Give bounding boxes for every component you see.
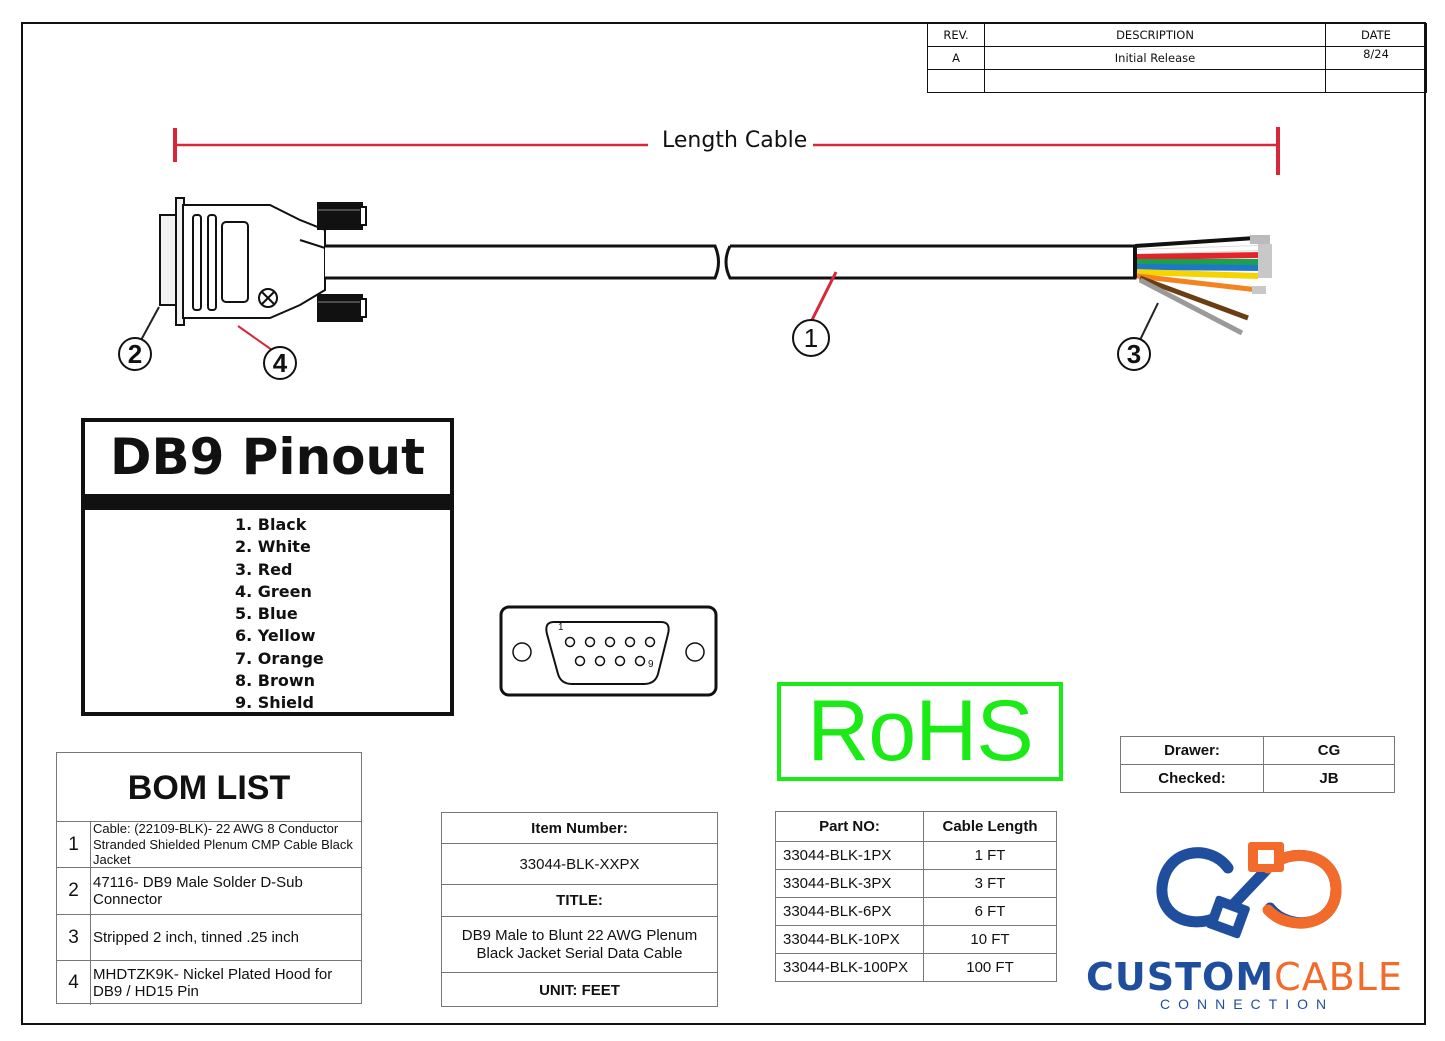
table-row: 33044-BLK-6PX 6 FT bbox=[775, 897, 1057, 926]
part-no-cell: 33044-BLK-100PX bbox=[775, 953, 924, 982]
unit-label: UNIT: FEET bbox=[442, 972, 717, 1008]
rev-empty bbox=[927, 69, 985, 93]
title-value: DB9 Male to Blunt 22 AWG Plenum Black Ja… bbox=[442, 916, 717, 972]
revision-row-empty bbox=[927, 69, 1427, 93]
length-cable-label: Length Cable bbox=[656, 128, 814, 153]
callout-2: 2 bbox=[127, 339, 143, 369]
table-row: 33044-BLK-3PX 3 FT bbox=[775, 869, 1057, 898]
pin-item: 4. Green bbox=[235, 581, 312, 601]
drawing-frame bbox=[21, 22, 1426, 1025]
bom-row: 1 Cable: (22109-BLK)- 22 AWG 8 Conductor… bbox=[57, 821, 361, 867]
date-header: DATE bbox=[1325, 23, 1427, 47]
cable-length-cell: 6 FT bbox=[923, 897, 1057, 926]
bom-num: 3 bbox=[57, 915, 91, 960]
logo-wordmark: CUSTOMCABLE bbox=[1086, 955, 1403, 999]
bom-list: BOM LIST 1 Cable: (22109-BLK)- 22 AWG 8 … bbox=[56, 752, 362, 1005]
description-header: DESCRIPTION bbox=[984, 23, 1326, 47]
bom-text: MHDTZK9K- Nickel Plated Hood for DB9 / H… bbox=[93, 966, 333, 1000]
cable-jacket bbox=[325, 244, 1137, 280]
pin-holes bbox=[564, 636, 656, 667]
db9-face-diagram bbox=[499, 605, 718, 697]
part-no-cell: 33044-BLK-10PX bbox=[775, 925, 924, 954]
drawer-label: Drawer: bbox=[1120, 736, 1264, 765]
bom-text: Cable: (22109-BLK)- 22 AWG 8 Conductor S… bbox=[93, 821, 353, 868]
revision-table: REV. DESCRIPTION DATE A Initial Release … bbox=[927, 23, 1427, 93]
length-dimension bbox=[173, 127, 1280, 175]
callout-leaders bbox=[139, 271, 1159, 351]
drawer-row: Drawer: CG bbox=[1120, 736, 1395, 765]
bom-title: BOM LIST bbox=[127, 768, 291, 807]
table-row: 33044-BLK-10PX 10 FT bbox=[775, 925, 1057, 954]
bom-num: 2 bbox=[57, 868, 91, 914]
checked-row: Checked: JB bbox=[1120, 764, 1395, 793]
cable-length-cell: 3 FT bbox=[923, 869, 1057, 898]
cable-length-cell: 10 FT bbox=[923, 925, 1057, 954]
revision-header-row: REV. DESCRIPTION DATE bbox=[927, 23, 1427, 47]
part-no-cell: 33044-BLK-6PX bbox=[775, 897, 924, 926]
pin-list: 1. Black 2. White 3. Red 4. Green 5. Blu… bbox=[235, 514, 324, 715]
rohs-mark: RoHS bbox=[777, 682, 1063, 781]
logo-icon bbox=[1156, 842, 1342, 939]
cable-drawing bbox=[118, 127, 1280, 380]
pinout-divider bbox=[85, 494, 450, 510]
part-number-table: Part NO: Cable Length 33044-BLK-1PX 1 FT… bbox=[775, 811, 1057, 982]
pin-item: 3. Red bbox=[235, 559, 293, 579]
checked-value: JB bbox=[1263, 764, 1395, 793]
callout-1: 1 bbox=[803, 323, 819, 353]
drawer-table: Drawer: CG Checked: JB bbox=[1120, 736, 1395, 793]
part-no-cell: 33044-BLK-1PX bbox=[775, 841, 924, 870]
db9-connector bbox=[159, 197, 367, 326]
date-empty bbox=[1325, 69, 1427, 93]
pin-item: 6. Yellow bbox=[235, 626, 316, 646]
pin-item: 2. White bbox=[235, 537, 311, 557]
callout-4: 4 bbox=[272, 348, 288, 378]
bom-text: Stripped 2 inch, tinned .25 inch bbox=[93, 929, 299, 946]
db9-pinout-box: DB9 Pinout 1. Black 2. White 3. Red 4. G… bbox=[81, 418, 454, 716]
table-row: 33044-BLK-100PX 100 FT bbox=[775, 953, 1057, 982]
title-label: TITLE: bbox=[442, 884, 717, 916]
revision-row: A Initial Release 8/24 bbox=[927, 46, 1427, 70]
logo-word-custom: CUSTOM bbox=[1086, 955, 1275, 999]
pinout-title: DB9 Pinout bbox=[109, 428, 426, 486]
cable-length-header: Cable Length bbox=[923, 811, 1057, 842]
checked-label: Checked: bbox=[1120, 764, 1264, 793]
bom-text: 47116- DB9 Male Solder D-Sub Connector bbox=[93, 874, 303, 908]
item-number-label: Item Number: bbox=[531, 819, 628, 837]
callout-circles bbox=[118, 319, 1151, 380]
table-row: 33044-BLK-1PX 1 FT bbox=[775, 841, 1057, 870]
bom-num: 4 bbox=[57, 961, 91, 1005]
pin-first-label: 1 bbox=[558, 622, 564, 633]
cable-length-cell: 1 FT bbox=[923, 841, 1057, 870]
drawer-value: CG bbox=[1263, 736, 1395, 765]
logo-subtext: CONNECTION bbox=[1160, 996, 1335, 1012]
stripped-wires bbox=[1134, 235, 1272, 336]
bom-num: 1 bbox=[57, 822, 91, 867]
part-table-header: Part NO: Cable Length bbox=[775, 811, 1057, 842]
bom-row: 4 MHDTZK9K- Nickel Plated Hood for DB9 /… bbox=[57, 960, 361, 1005]
pin-item: 1. Black bbox=[235, 515, 307, 534]
date-value: 8/24 bbox=[1325, 46, 1427, 70]
pin-item: 8. Brown bbox=[235, 671, 316, 691]
pin-item: 5. Blue bbox=[235, 604, 298, 624]
part-no-cell: 33044-BLK-3PX bbox=[775, 869, 924, 898]
cable-length-cell: 100 FT bbox=[923, 953, 1057, 982]
pin-item: 9. Shield bbox=[235, 693, 314, 713]
item-number-value: 33044-BLK-XXPX bbox=[442, 843, 717, 884]
bom-row: 2 47116- DB9 Male Solder D-Sub Connector bbox=[57, 867, 361, 914]
callout-3: 3 bbox=[1126, 339, 1142, 369]
pin-last-label: 9 bbox=[648, 659, 654, 670]
item-info-box: Item Number: 33044-BLK-XXPX TITLE: DB9 M… bbox=[441, 812, 718, 1007]
pin-item: 7. Orange bbox=[235, 648, 324, 668]
part-no-header: Part NO: bbox=[775, 811, 924, 842]
bom-row: 3 Stripped 2 inch, tinned .25 inch bbox=[57, 914, 361, 960]
logo-word-cable: CABLE bbox=[1274, 955, 1403, 999]
